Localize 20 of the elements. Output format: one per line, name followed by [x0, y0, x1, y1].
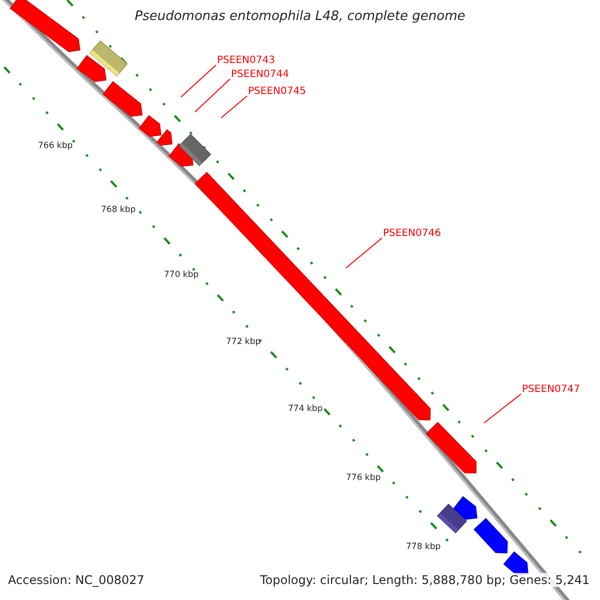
gene-label: PSEEN0745 — [248, 86, 306, 98]
gene-label: PSEEN0746 — [383, 228, 441, 240]
leader-line — [220, 96, 248, 118]
position-label: 776 kbp — [346, 473, 381, 484]
leader-line — [180, 64, 216, 98]
gene-label: PSEEN0743 — [217, 55, 275, 67]
leader-line — [194, 78, 230, 112]
gene-label: PSEEN0747 — [522, 384, 580, 396]
position-label: 774 kbp — [288, 404, 323, 414]
leader-line — [346, 238, 382, 268]
footer-text: Topology: circular; Length: 5,888,780 bp; Genes: 5,241 — [260, 573, 590, 588]
position-label: 768 kbp — [101, 205, 136, 216]
leader-line — [484, 394, 522, 424]
position-label: 778 kbp — [406, 542, 441, 552]
footer-text: Accession: NC_008027 — [8, 573, 144, 588]
gene-label: PSEEN0744 — [231, 69, 289, 81]
position-label: 770 kbp — [164, 270, 199, 280]
position-label: 766 kbp — [38, 141, 73, 152]
diagram-title: Pseudomonas entomophila L48, complete genome — [134, 9, 466, 25]
position-label: 772 kbp — [226, 337, 261, 348]
